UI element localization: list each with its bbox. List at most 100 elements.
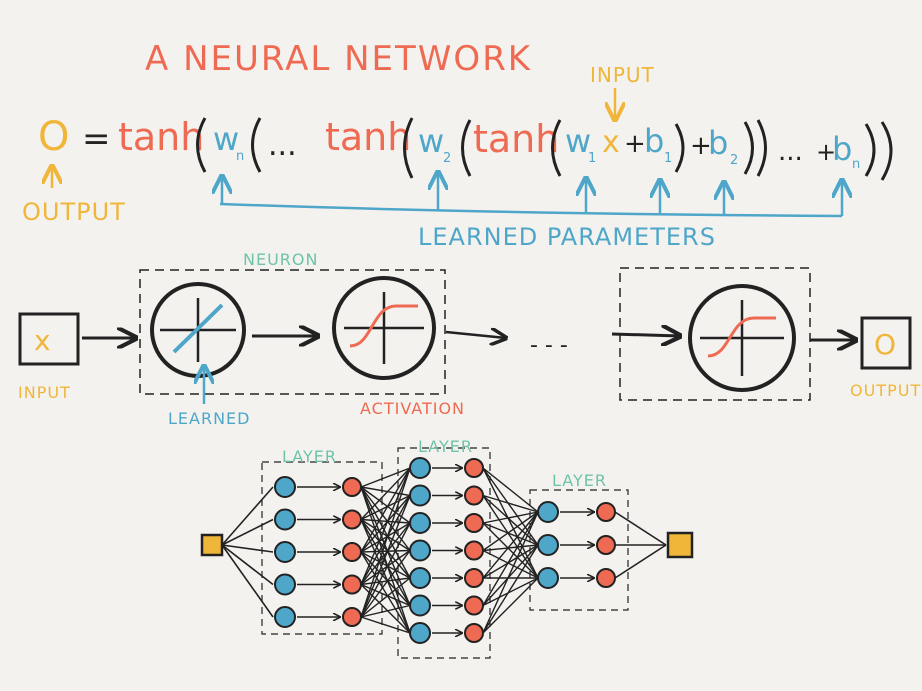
linear-node-l1-0 <box>274 476 296 498</box>
edge-l1-2-to-l2-2 <box>360 522 411 553</box>
edge-l2-1-to-l3-0 <box>482 494 539 513</box>
linear-node-l2-3 <box>409 539 431 562</box>
edge-l1-2-to-l2-0 <box>360 467 411 553</box>
net-input-node <box>200 533 224 557</box>
edge-input-to-l1-4 <box>221 544 274 618</box>
equation-b-1-sub: 1 <box>664 151 672 166</box>
paren-close-2 <box>864 123 876 177</box>
equation-tanh-outer: tanh <box>118 115 204 159</box>
equation-plus-3: + <box>816 138 836 166</box>
layer-label-2: LAYER <box>418 437 473 456</box>
edge-l2-3-to-l3-2 <box>482 549 539 579</box>
equation-w-n: w <box>213 120 239 158</box>
paren-open-3 <box>403 117 414 179</box>
arrow-neuron-out <box>445 332 506 338</box>
edge-l1-4-to-l2-1 <box>360 495 411 618</box>
linear-node-l2-4 <box>409 567 431 589</box>
edge-l1-1-to-l2-4 <box>360 519 411 579</box>
last-activation-unit <box>688 284 796 392</box>
edge-l1-3-to-l2-4 <box>360 577 411 586</box>
equation-w-1-sub: 1 <box>588 151 596 166</box>
equation-w-1: w <box>565 122 591 160</box>
layer-label-1: LAYER <box>282 447 337 466</box>
neuron-output-label: OUTPUT <box>850 381 921 400</box>
learned-parameters-bracket <box>220 172 842 218</box>
arrow-to-last-neuron <box>611 334 680 336</box>
edge-l1-1-to-l2-2 <box>360 518 411 524</box>
edge-l1-2-to-l2-3 <box>360 549 411 553</box>
equation-b-n: b <box>832 130 852 168</box>
paren-open-1 <box>196 117 207 173</box>
linear-node-l2-5 <box>409 594 431 617</box>
equation-input-label: INPUT <box>590 63 655 87</box>
paren-open-2 <box>251 117 262 173</box>
linear-node-l2-1 <box>409 484 431 507</box>
edge-l1-2-to-l2-4 <box>360 551 411 579</box>
edge-l1-3-to-l2-0 <box>360 467 411 585</box>
equation-b-n-sub: n <box>852 157 860 172</box>
linear-node-l3-1 <box>537 534 559 556</box>
activation-node-l2-4 <box>464 568 484 588</box>
edge-l1-0-to-l2-4 <box>360 486 411 579</box>
equation-w-2-sub: 2 <box>443 151 451 166</box>
edge-l1-4-to-l2-3 <box>360 550 411 618</box>
paren-close-4 <box>743 121 754 175</box>
linear-node-l1-4 <box>274 606 296 628</box>
edge-input-to-l1-0 <box>221 486 274 546</box>
equation: O = tanh w n ... tanh w 2 tanh w 1 x + b… <box>38 114 893 181</box>
edge-l1-1-to-l2-5 <box>360 519 411 606</box>
edge-l1-4-to-l2-0 <box>360 467 411 618</box>
diagram-title: A NEURAL NETWORK <box>145 39 532 79</box>
activation-node-l2-0 <box>464 458 484 478</box>
activation-node-l1-3 <box>342 574 362 595</box>
activation-node-l2-3 <box>464 540 484 561</box>
neuron-output-symbol: O <box>874 328 896 361</box>
edge-l1-4-to-l2-6 <box>360 616 411 634</box>
edge-l2-1-to-l3-1 <box>482 494 539 546</box>
output-box <box>860 316 912 370</box>
paren-close-1 <box>880 121 893 181</box>
linear-node-l2-0 <box>409 457 431 479</box>
edge-l1-3-to-l2-2 <box>360 522 411 585</box>
edge-l2-4-to-l3-1 <box>482 544 539 579</box>
edge-l1-3-to-l2-1 <box>360 495 411 585</box>
last-neuron-dashed-box <box>619 267 811 401</box>
activation-node-l2-1 <box>464 485 484 506</box>
activation-node-l1-2 <box>342 542 362 562</box>
activation-unit <box>332 276 436 380</box>
last-activation-curve <box>707 316 776 358</box>
edge-l1-3-to-l2-3 <box>360 549 411 586</box>
equation-equals: = <box>82 119 111 159</box>
paren-open-5 <box>551 119 562 177</box>
neuron-row: x INPUT NEURON LEARNED ACTIVATION - - - … <box>18 250 921 428</box>
activation-node-l3-0 <box>596 502 616 522</box>
equation-output-label: OUTPUT <box>22 198 126 226</box>
layer-box-1 <box>261 461 383 635</box>
equation-ellipsis-1: ... <box>268 128 297 163</box>
activation-node-l1-4 <box>342 607 362 627</box>
activation-node-l2-2 <box>464 513 484 533</box>
edge-l2-3-to-l3-1 <box>482 544 539 552</box>
edge-l1-0-to-l2-0 <box>360 467 411 488</box>
equation-w-n-sub: n <box>236 149 244 164</box>
activation-node-l2-5 <box>464 595 484 616</box>
input-box <box>18 312 80 366</box>
edge-l1-1-to-l2-0 <box>360 467 411 520</box>
neuron-label: NEURON <box>243 250 318 269</box>
equation-tanh-inner: tanh <box>473 117 559 161</box>
paren-open-4 <box>461 119 472 177</box>
edge-l1-4-to-l2-5 <box>360 604 411 618</box>
layer-box-2 <box>397 447 491 659</box>
edge-l1-0-to-l2-5 <box>360 486 411 606</box>
neuron-dashed-box <box>139 269 446 395</box>
linear-node-l1-3 <box>274 573 296 596</box>
equation-ellipsis-2: ... <box>778 137 803 167</box>
activation-node-l3-1 <box>596 535 616 555</box>
edge-l2-6-to-l3-2 <box>482 577 539 634</box>
edge-l2-3-to-l3-0 <box>482 511 539 552</box>
paren-close-5 <box>674 123 685 173</box>
activation-curve <box>349 304 418 348</box>
edge-l1-4-to-l2-2 <box>360 522 411 618</box>
edge-l2-2-to-l3-1 <box>482 522 539 546</box>
